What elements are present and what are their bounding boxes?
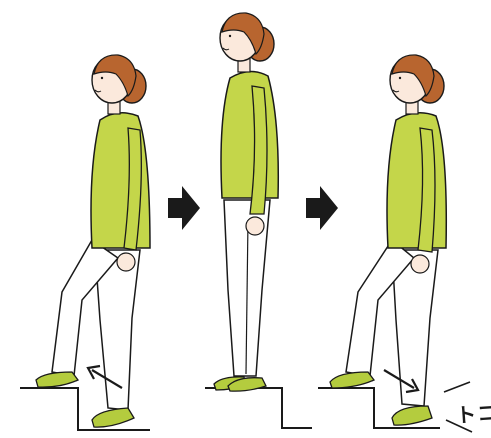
step-2-stairs <box>205 388 312 428</box>
arrow-right-icon <box>168 186 200 230</box>
step-3-figure <box>318 55 446 428</box>
step-1-hand <box>117 253 135 271</box>
step-2-shirt <box>221 71 278 198</box>
step-2-hand <box>246 217 264 235</box>
step-2-figure <box>205 13 312 428</box>
step-1-stairs <box>20 388 150 430</box>
arrow-right-icon <box>306 186 338 230</box>
corner-caption: トコ <box>455 397 491 429</box>
step-3-hand <box>411 255 429 273</box>
step-3-shirt <box>387 113 446 248</box>
step-1-figure <box>20 55 150 430</box>
step-1-front-shoe <box>36 372 78 387</box>
step-1-rear-shoe <box>92 408 134 427</box>
step-3-rear-shoe <box>392 406 432 425</box>
step-3-front-shoe <box>330 372 374 388</box>
